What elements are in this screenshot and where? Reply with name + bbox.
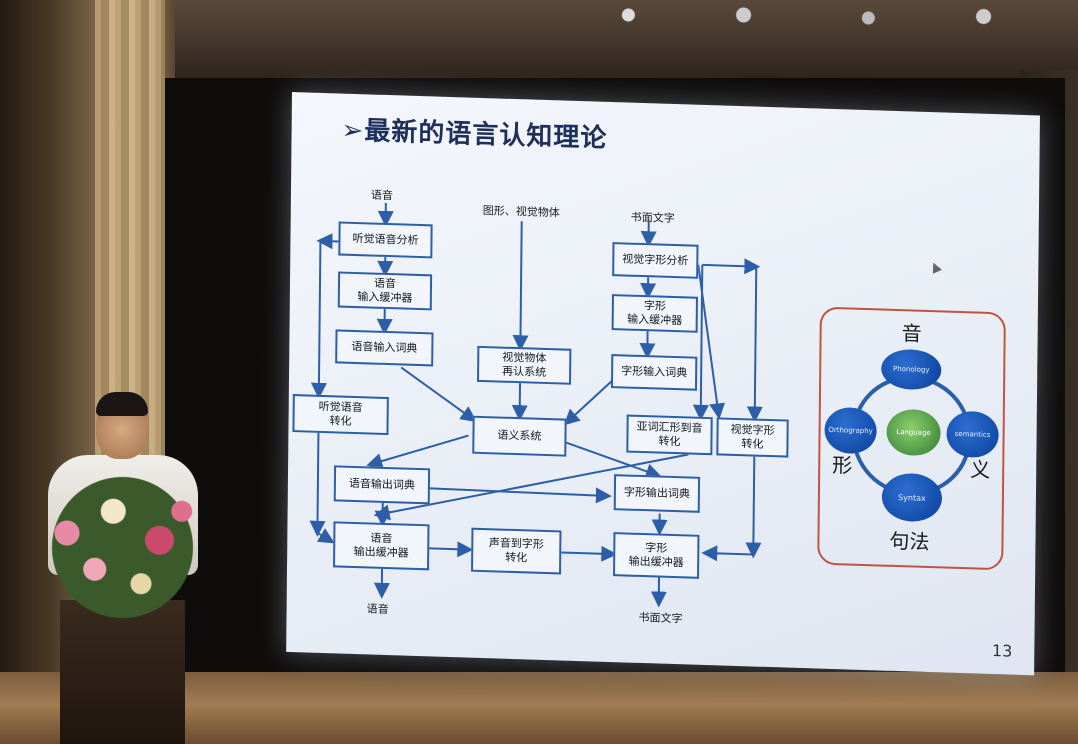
box-phonological-output-lexicon: 语音输出词典: [333, 465, 431, 505]
slide-page-number: 13: [991, 641, 1013, 661]
box-visual-object-recognition: 视觉物体 再认系统: [477, 345, 572, 385]
box-sublexical-conversion: 亚词汇形到音 转化: [626, 414, 713, 456]
box-phonological-input-buffer: 语音 输入缓冲器: [337, 271, 433, 311]
box-visual-orthographic-conversion: 视觉字形 转化: [716, 417, 789, 458]
box-phonological-output-buffer: 语音 输出缓冲器: [333, 521, 430, 571]
box-orthographic-output-lexicon: 字形输出词典: [613, 474, 701, 513]
speaker-hair: [96, 392, 148, 416]
box-orthographic-input-buffer: 字形 输入缓冲器: [611, 294, 698, 333]
box-auditory-conversion: 听觉语音 转化: [292, 394, 389, 436]
node-orthography: Orthography: [824, 406, 877, 455]
box-sound-to-spelling: 声音到字形 转化: [471, 527, 562, 575]
box-semantic-system: 语义系统: [472, 415, 567, 457]
presentation-slide: ➢最新的语言认知理论 语音 图形、视觉物体 书面文字: [286, 92, 1040, 676]
char-meaning: 义: [970, 457, 991, 482]
char-syntax: 句法: [889, 528, 930, 555]
flow-arrows: [309, 202, 763, 608]
box-auditory-analysis: 听觉语音分析: [338, 221, 433, 259]
flower-arrangement: [30, 475, 215, 620]
box-orthographic-output-buffer: 字形 输出缓冲器: [613, 532, 700, 579]
box-orthographic-input-lexicon: 字形输入词典: [610, 354, 698, 391]
stage-lights: [590, 0, 1070, 30]
box-visual-orthographic-analysis: 视觉字形分析: [612, 242, 699, 279]
podium: [60, 600, 185, 744]
char-sound: 音: [901, 321, 922, 346]
output-label-text: 书面文字: [638, 610, 683, 626]
node-semantics: semantics: [946, 410, 999, 459]
language-ring-panel: 音 形 义 句法 Phonology Orthography semantics…: [817, 306, 1006, 571]
output-label-speech: 语音: [366, 602, 389, 617]
box-phonological-input-lexicon: 语音输入词典: [335, 329, 434, 367]
